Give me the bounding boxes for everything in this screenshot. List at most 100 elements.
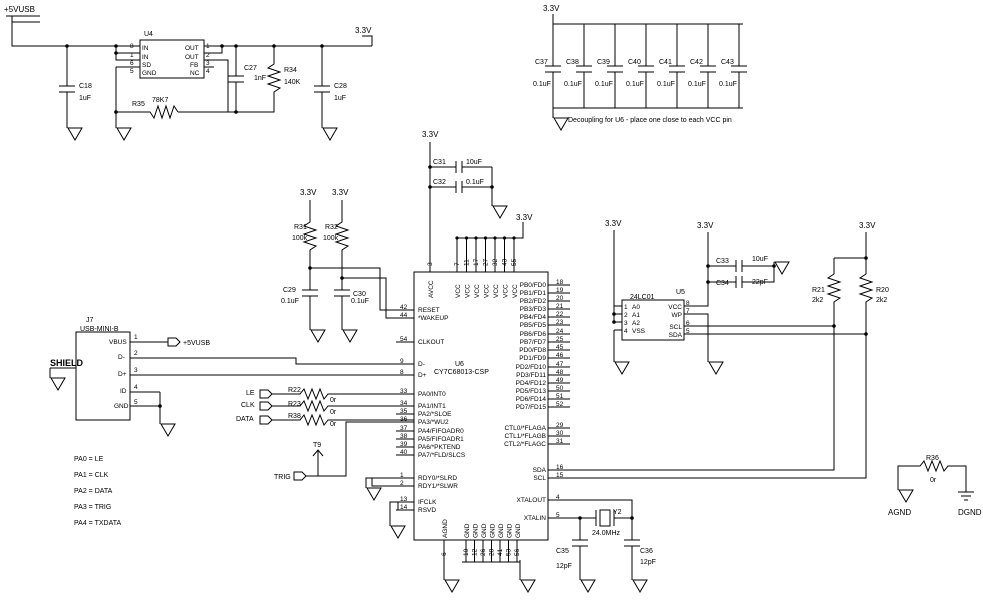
capacitor: [731, 24, 747, 108]
r31-ref: R31: [294, 224, 307, 231]
c31-c32-section: 3.3V C31 10uF C32 0.1uF: [422, 130, 508, 272]
u4-pinnum: 1: [130, 52, 134, 59]
j7-body: [75, 331, 131, 421]
u6-pin-name: PD1/FD9: [519, 355, 546, 362]
u6-pin-number: 44: [400, 312, 408, 319]
u6-pin-name: PD2/FD10: [516, 364, 547, 371]
r22-ref: R22: [288, 387, 301, 394]
u6-pin-number: 27: [483, 258, 490, 266]
shield-label: SHIELD: [50, 358, 84, 368]
u5-ref: U5: [676, 289, 685, 296]
c34-ref: C34: [716, 280, 729, 287]
u5-pin-number: 1: [624, 304, 628, 311]
ground-symbol: [390, 525, 406, 539]
u4-pin-in2: IN: [142, 54, 149, 61]
c28-value: 1uF: [334, 95, 346, 102]
u5-pin-number: 5: [686, 328, 690, 335]
u6-pin-number: 28: [489, 548, 496, 556]
c35-value: 12pF: [556, 563, 572, 570]
u5-pin-name: VSS: [632, 328, 646, 335]
u6-pin-number: 23: [556, 319, 564, 326]
u5-pin-name: SDA: [669, 332, 683, 339]
u6-pin-number: 39: [400, 441, 408, 448]
v33-label: 3.3V: [859, 221, 876, 230]
u6-pin-number: 29: [556, 422, 564, 429]
u5-pin-number: 8: [686, 300, 690, 307]
u6-pin-number: 56: [514, 548, 521, 556]
u5-pin-name: SCL: [669, 324, 682, 331]
legend-item: PA4 = TXDATA: [74, 520, 121, 527]
u6-pin-number: 1: [400, 472, 404, 479]
u6-pin-number: 52: [556, 401, 564, 408]
dgnd-label: DGND: [958, 508, 982, 517]
u4-pin-in1: IN: [142, 45, 149, 52]
r34-value: 140K: [284, 79, 301, 86]
u6-pin-name: PB6/FD6: [520, 331, 547, 338]
junction: [772, 264, 776, 268]
u6-pin-number: 48: [556, 369, 564, 376]
u6-pin-number: 19: [556, 287, 564, 294]
u5-pin-name: A2: [632, 320, 640, 327]
u6-pin-number: 11: [464, 259, 471, 266]
trig-label: TRIG: [274, 474, 291, 481]
u6-pin-name: GND: [490, 523, 497, 538]
ground-symbol: [520, 579, 536, 593]
u5-part: 24LC01: [630, 294, 655, 301]
u6-pin-number: 31: [556, 438, 564, 445]
ground-symbol: [322, 127, 338, 141]
r23-value: 0r: [330, 409, 337, 416]
u6-pin-name: GND: [507, 523, 514, 538]
u6-pin-number: 20: [556, 295, 564, 302]
u6-pin-name: GND: [481, 523, 488, 538]
u6-pin-name: VCC: [503, 284, 510, 298]
j7-pinnum: 2: [134, 350, 138, 357]
v33-label: 3.3V: [516, 213, 533, 222]
r38-value: 0r: [330, 421, 337, 428]
agnd-symbol: [898, 489, 914, 503]
r21-ref: R21: [812, 287, 825, 294]
u4-pinnum: 5: [130, 68, 134, 75]
u6-pin-name: AGND: [442, 519, 449, 538]
u6-pin-name: PB4/FD4: [520, 314, 547, 321]
ground-symbol: [67, 127, 83, 141]
u6-pin-number: 12: [472, 548, 479, 556]
u6-pin-number: 43: [502, 258, 509, 266]
u6-pin-number: 5: [556, 512, 560, 519]
decap-value: 0.1uF: [626, 81, 644, 88]
ground-symbol: [116, 127, 132, 141]
r20-ref: R20: [876, 287, 889, 294]
u6-pin-number: 4: [556, 494, 560, 501]
u6-pin-number: 54: [400, 336, 408, 343]
u6-pin-number: 21: [556, 303, 564, 310]
u6-pin-number: 45: [556, 344, 564, 351]
c32-value: 0.1uF: [466, 179, 484, 186]
u5-pin-number: 7: [686, 308, 690, 315]
u6-pin-name: PB7/FD7: [520, 339, 547, 346]
u6-pin-name: PA3/*WU2: [418, 419, 449, 426]
u4-pinnum: 2: [206, 52, 210, 59]
ground-symbol: [708, 361, 724, 375]
ground-symbol: [580, 579, 596, 593]
ground-symbol: [310, 329, 326, 343]
y2-body: [599, 509, 611, 527]
decap-value: 0.1uF: [688, 81, 706, 88]
u6-pin-name: PB1/FD1: [520, 290, 547, 297]
u5-pin-number: 2: [624, 312, 628, 319]
j7-ref: J7: [86, 317, 94, 324]
r23-ref: R23: [288, 401, 301, 408]
u6-pin-name: VCC: [455, 284, 462, 298]
u6-pin-name: CLKOUT: [418, 339, 444, 346]
u6-pin-number: 53: [506, 548, 513, 556]
u5-pin-number: 4: [624, 328, 628, 335]
u6-pin-number: 26: [480, 548, 487, 556]
c31-value: 10uF: [466, 159, 482, 166]
capacitor: [700, 24, 716, 108]
y2-ref: Y2: [613, 509, 622, 516]
crystal-section: Y2 24.0MHz C35 12pF C36 12pF: [548, 499, 656, 593]
u6-pin-name: PA7/*FLD/SLCS: [418, 452, 466, 459]
junction: [158, 404, 162, 408]
c29-ref: C29: [283, 287, 296, 294]
u4-pin-gnd: GND: [142, 70, 157, 77]
u6-pin-name: VCC: [512, 284, 519, 298]
